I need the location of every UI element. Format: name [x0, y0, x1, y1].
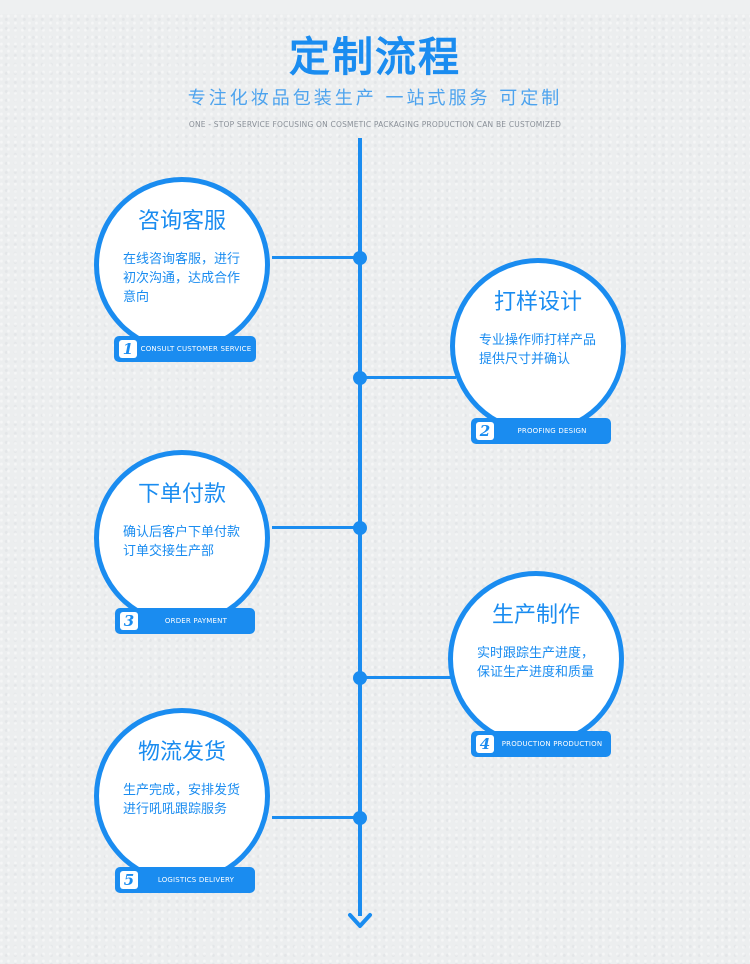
page-title: 定制流程: [289, 33, 461, 81]
step-description: 实时跟踪生产进度，保证生产进度和质量: [477, 646, 595, 680]
timeline-dot: [353, 521, 367, 535]
step-description: 在线咨询客服，进行初次沟通，达成合作意向: [123, 252, 241, 305]
step-connector: [272, 256, 360, 259]
step-number: 2: [476, 422, 494, 440]
step-title: 物流发货: [137, 740, 226, 765]
step-circle-logistics: 物流发货 生产完成，安排发货进行吼吼跟踪服务: [94, 708, 270, 884]
step-connector: [360, 676, 454, 679]
step-tag: CONSULT CUSTOMER SERVICE: [140, 344, 252, 353]
step-connector: [272, 526, 360, 529]
step-description: 专业操作师打样产品提供尺寸并确认: [479, 333, 597, 367]
timeline-dot: [353, 671, 367, 685]
step-tag: LOGISTICS DELIVERY: [157, 875, 235, 884]
step-description: 确认后客户下单付款订单交接生产部: [123, 525, 241, 559]
step-circle-consult: 咨询客服 在线咨询客服，进行初次沟通，达成合作意向: [94, 177, 270, 353]
page-subtitle: 专注化妆品包装生产 一站式服务 可定制: [187, 88, 563, 109]
chevron-down-icon: [348, 913, 372, 928]
step-number: 5: [120, 871, 138, 889]
step-badge: 2 PROOFING DESIGN: [471, 418, 611, 444]
step-number: 3: [120, 612, 138, 630]
step-badge: 1 CONSULT CUSTOMER SERVICE: [114, 336, 256, 362]
page-subtitle-english: ONE - STOP SERVICE FOCUSING ON COSMETIC …: [188, 120, 562, 129]
step-tag: PROOFING DESIGN: [517, 426, 587, 435]
timeline-dot: [353, 371, 367, 385]
step-circle-production: 生产制作 实时跟踪生产进度，保证生产进度和质量: [448, 571, 624, 747]
step-badge: 4 PRODUCTION PRODUCTION: [471, 731, 611, 757]
step-tag: ORDER PAYMENT: [164, 616, 228, 625]
step-badge: 5 LOGISTICS DELIVERY: [115, 867, 255, 893]
step-circle-order: 下单付款 确认后客户下单付款订单交接生产部: [94, 450, 270, 626]
step-description: 生产完成，安排发货进行吼吼跟踪服务: [123, 783, 241, 817]
step-circle-proofing: 打样设计 专业操作师打样产品提供尺寸并确认: [450, 258, 626, 434]
step-tag: PRODUCTION PRODUCTION: [501, 739, 603, 748]
step-connector: [360, 376, 456, 379]
step-title: 打样设计: [493, 290, 582, 315]
timeline-dot: [353, 811, 367, 825]
step-number: 1: [119, 340, 137, 358]
step-title: 咨询客服: [137, 209, 226, 234]
step-connector: [272, 816, 360, 819]
step-title: 下单付款: [137, 482, 226, 507]
step-number: 4: [476, 735, 494, 753]
step-badge: 3 ORDER PAYMENT: [115, 608, 255, 634]
step-title: 生产制作: [491, 603, 580, 628]
timeline-dot: [353, 251, 367, 265]
